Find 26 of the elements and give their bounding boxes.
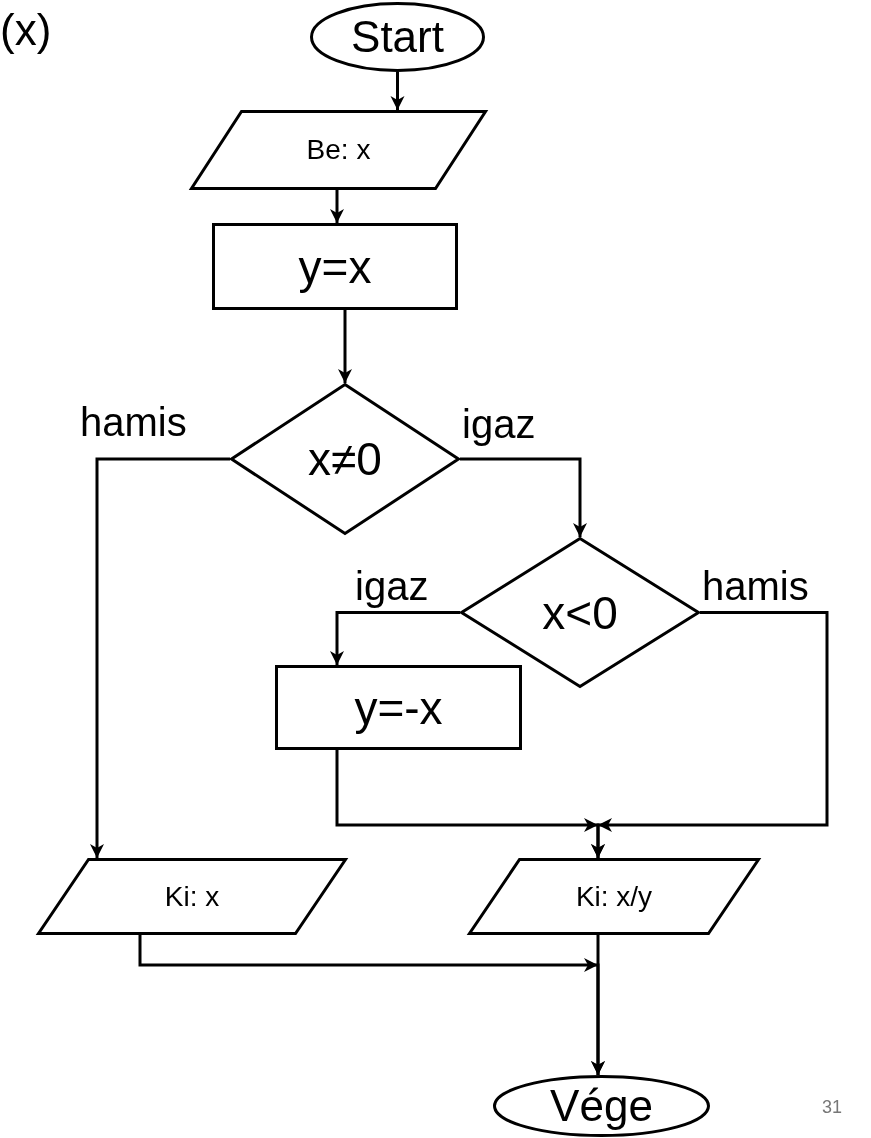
arrow (390, 72, 405, 110)
corner-label: (x) (0, 8, 52, 52)
input-parallelogram (190, 110, 487, 190)
decision-diamond (230, 383, 460, 535)
arrow (90, 457, 230, 858)
output-parallelogram (468, 858, 760, 935)
arrow (591, 935, 605, 1075)
node-label: Be: x (306, 136, 371, 164)
arrow (335, 750, 605, 858)
process-box (275, 665, 522, 750)
process-box (212, 223, 458, 310)
output-parallelogram (37, 858, 347, 935)
arrow (330, 611, 460, 665)
arrow (330, 190, 344, 223)
node-label: Start (351, 15, 444, 59)
node-label: x≠0 (308, 436, 382, 482)
start-terminal (310, 2, 485, 72)
node-label: Ki: x (164, 882, 220, 911)
end-terminal (493, 1075, 710, 1137)
node-label: Vége (550, 1084, 653, 1128)
arrow (338, 310, 352, 383)
node-label: x<0 (542, 589, 618, 636)
decision-diamond (460, 537, 700, 688)
page-number: 31 (822, 1098, 843, 1116)
arrow (460, 457, 587, 537)
node-label: Ki: x/y (575, 882, 653, 911)
